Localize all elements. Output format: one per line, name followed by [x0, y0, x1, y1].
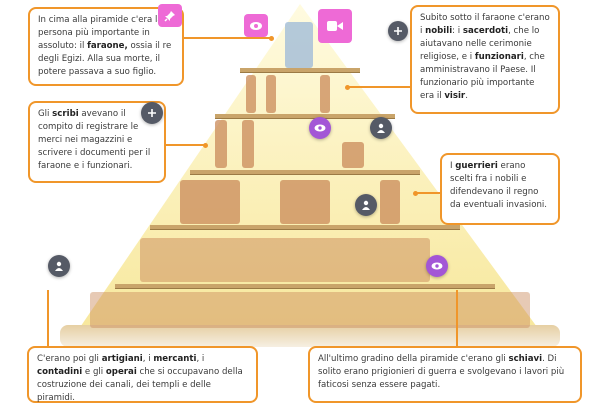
highlighted-term: artigiani: [101, 354, 143, 364]
plus-icon: [148, 109, 156, 117]
pyramid-step: [215, 114, 395, 119]
connector-line: [347, 86, 411, 88]
info-text: Gli: [38, 109, 53, 119]
guerrieri-info-box: I guerrieri erano scelti fra i nobili e …: [440, 153, 560, 225]
person-artigiani-button[interactable]: [48, 255, 70, 277]
slave-figure: [90, 292, 530, 328]
info-text: , i: [196, 354, 205, 364]
pyramid-step: [150, 225, 460, 230]
connector-line: [415, 192, 441, 194]
highlighted-term: nobili: [425, 26, 453, 36]
highlighted-term: mercanti: [153, 354, 197, 364]
highlighted-term: guerrieri: [455, 161, 498, 171]
eye-icon: [431, 262, 443, 270]
scribe-figure: [215, 120, 227, 168]
warrior-figure: [180, 180, 240, 224]
highlighted-term: scribi: [52, 109, 79, 119]
video-button[interactable]: [318, 9, 352, 43]
info-text: . Di solito erano prigionieri di guerra …: [318, 354, 565, 390]
connector-dot: [269, 36, 274, 41]
info-text: .: [465, 91, 468, 101]
person-scribi-button[interactable]: [370, 117, 392, 139]
connector-line: [456, 290, 458, 347]
person-icon: [362, 200, 370, 210]
highlighted-term: visir: [444, 91, 466, 101]
scribe-figure: [342, 142, 364, 168]
view-pharaoh-button[interactable]: [244, 14, 268, 37]
info-text: All'ultimo gradino della piramide c'eran…: [318, 354, 509, 364]
connector-line: [183, 37, 271, 39]
info-text: Subito sotto il faraone c'erano i: [420, 13, 550, 36]
info-text: che si occupavano della costruzione dei …: [37, 367, 243, 403]
warrior-figure: [380, 180, 400, 224]
info-text: I: [450, 161, 456, 171]
person-icon: [55, 261, 63, 271]
noble-figure: [320, 75, 330, 113]
pharaoh-figure: [285, 22, 313, 68]
info-text: avevano il compito di registrare le merc…: [38, 109, 151, 171]
highlighted-term: contadini: [37, 367, 83, 377]
artigiani-info-box: C'erano poi gli artigiani, i mercanti, i…: [27, 346, 258, 403]
warrior-figure: [280, 180, 330, 224]
person-guerrieri-button[interactable]: [355, 194, 377, 216]
schiavi-info-box: All'ultimo gradino della piramide c'eran…: [308, 346, 582, 403]
view-scribi-button[interactable]: [309, 117, 331, 139]
view-artigiani-button[interactable]: [426, 255, 448, 277]
pin-button[interactable]: [158, 4, 182, 27]
connector-dot: [203, 143, 208, 148]
connector-line: [165, 144, 205, 146]
highlighted-term: faraone,: [87, 41, 128, 51]
info-text: e gli: [82, 367, 106, 377]
noble-figure: [266, 75, 276, 113]
info-text: C'erano poi gli: [37, 354, 102, 364]
info-text: , i: [142, 354, 154, 364]
eye-icon: [314, 124, 326, 132]
plus-icon: [394, 27, 402, 35]
info-text: In cima alla piramide c'era la persona p…: [38, 15, 163, 51]
info-text: ossia il re degli Egizi. Alla sua morte,…: [38, 41, 172, 77]
info-text: , che lo aiutavano nelle cerimonie relig…: [420, 26, 540, 62]
highlighted-term: funzionari: [474, 52, 524, 62]
worker-figure: [140, 238, 430, 282]
highlighted-term: sacerdoti: [462, 26, 509, 36]
info-text: , che amministravano il Paese. Il funzio…: [420, 52, 545, 101]
expand-nobili-button[interactable]: [388, 21, 408, 41]
info-text: : i: [452, 26, 463, 36]
faraone-info-box: In cima alla piramide c'era la persona p…: [28, 7, 184, 86]
highlighted-term: operai: [105, 367, 137, 377]
pyramid-step: [115, 284, 495, 289]
connector-line: [47, 290, 49, 347]
noble-figure: [246, 75, 256, 113]
video-icon: [327, 21, 343, 31]
pyramid-step: [190, 170, 420, 175]
info-text: erano scelti fra i nobili e difendevano …: [450, 161, 548, 210]
nobili-info-box: Subito sotto il faraone c'erano i nobili…: [410, 5, 560, 114]
eye-icon: [250, 21, 262, 30]
connector-dot: [345, 85, 350, 90]
expand-scribi-button[interactable]: [141, 102, 163, 124]
highlighted-term: schiavi: [508, 354, 543, 364]
pin-icon: [164, 10, 175, 22]
connector-dot: [413, 191, 418, 196]
person-icon: [377, 123, 385, 133]
pyramid-step: [240, 68, 360, 73]
scribe-figure: [242, 120, 254, 168]
